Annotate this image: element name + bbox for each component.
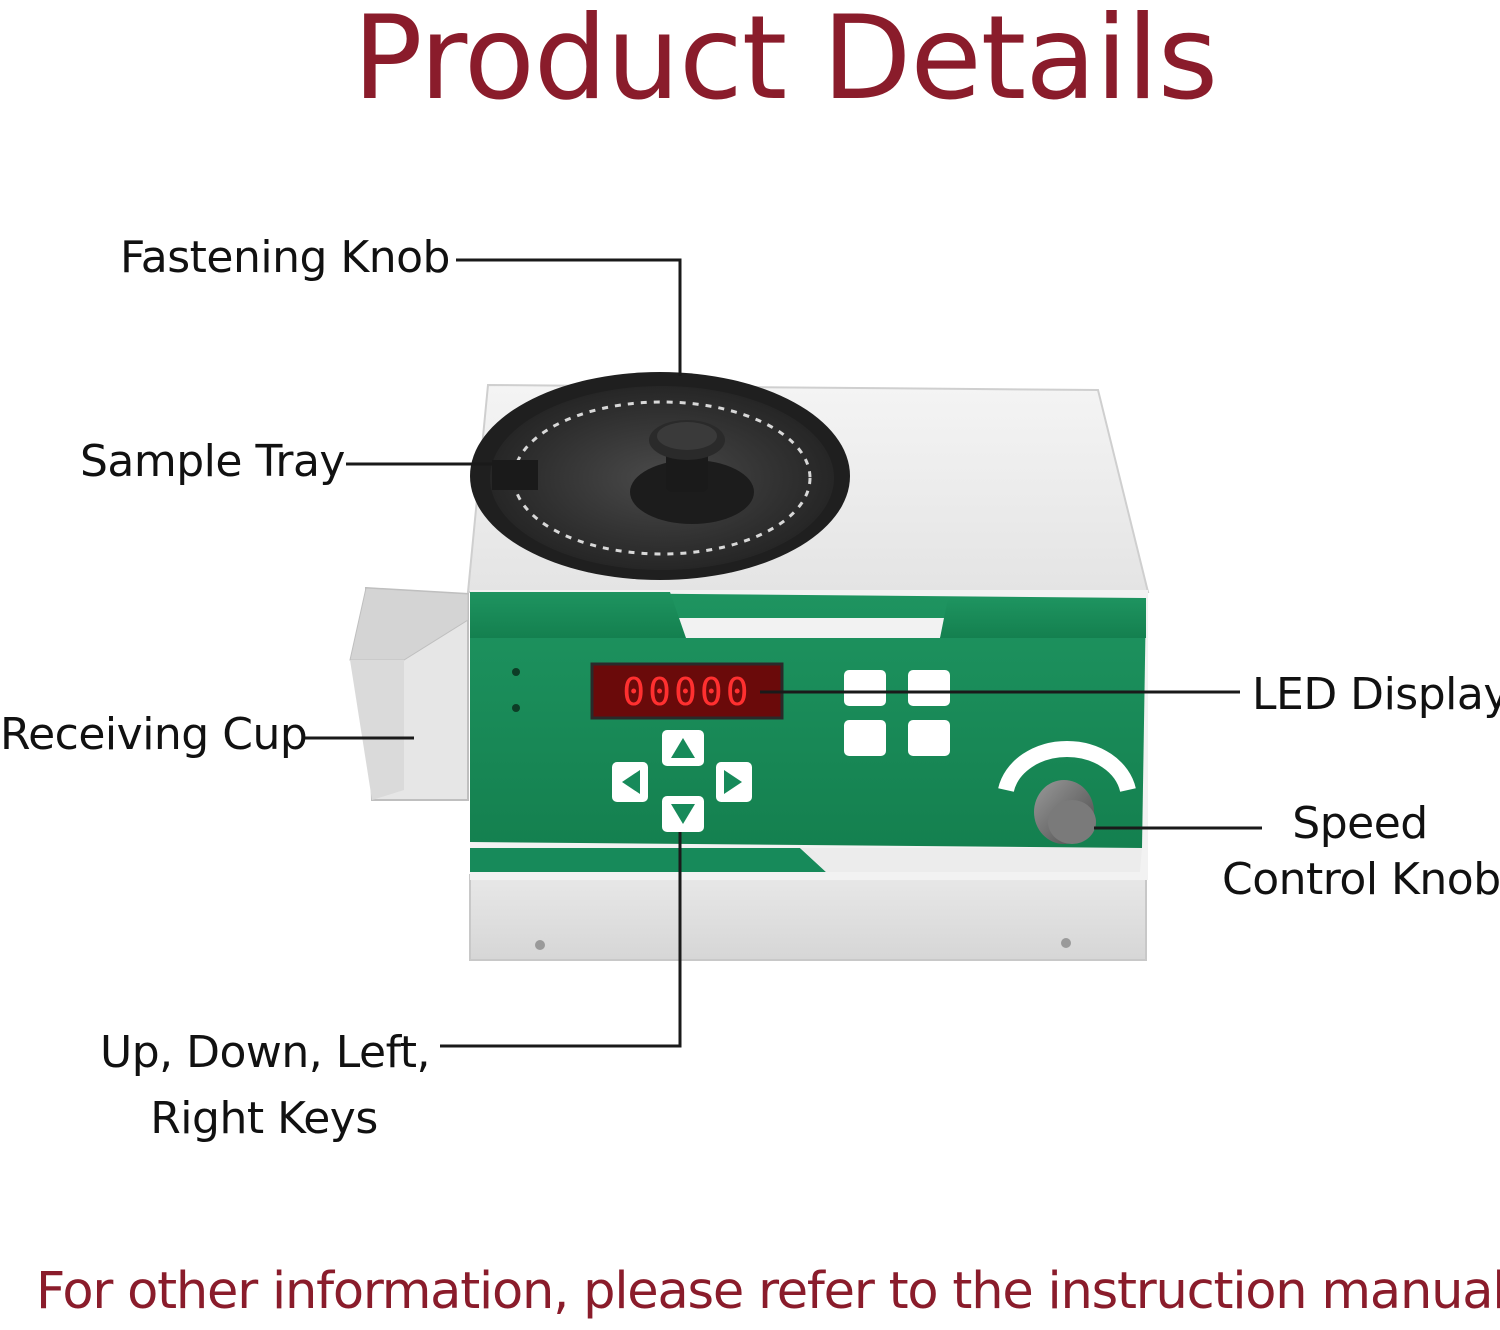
receiving-cup	[349, 586, 469, 801]
speed-control-label-line1: Speed	[1292, 798, 1428, 849]
fastening-knob-label: Fastening Knob	[120, 232, 450, 283]
left-key[interactable]	[612, 762, 648, 802]
page-title: Product Details	[352, 0, 1218, 126]
right-arrow-icon	[724, 770, 742, 794]
fastening-knob	[649, 420, 725, 492]
sample-tray-label: Sample Tray	[80, 436, 345, 487]
led-display: 00000	[590, 662, 784, 720]
fastening-knob-leader	[456, 258, 682, 376]
function-button-1[interactable]	[844, 670, 886, 706]
down-arrow-icon	[671, 804, 695, 824]
right-key[interactable]	[716, 762, 752, 802]
sample-tray	[470, 372, 850, 580]
down-key[interactable]	[662, 796, 704, 832]
up-key[interactable]	[662, 730, 704, 766]
led-display-label: LED Display	[1252, 669, 1500, 720]
callout-lines	[302, 258, 1262, 1048]
receiving-cup-label: Receiving Cup	[0, 709, 308, 760]
keys-leader	[440, 832, 682, 1048]
up-arrow-icon	[671, 738, 695, 758]
led-readout: 00000	[622, 670, 751, 714]
speed-control-knob-label: Speed Control Knob	[1222, 796, 1500, 908]
direction-keys-label-line1: Up, Down, Left,	[100, 1027, 431, 1078]
function-buttons	[844, 670, 950, 756]
function-button-3[interactable]	[844, 720, 886, 756]
direction-keys-label: Up, Down, Left, Right Keys	[100, 1020, 431, 1152]
left-arrow-icon	[622, 770, 640, 794]
function-button-4[interactable]	[908, 720, 950, 756]
footer-note: For other information, please refer to t…	[36, 1262, 1500, 1321]
function-button-2[interactable]	[908, 670, 950, 706]
direction-keys	[612, 730, 752, 832]
speed-control-knob[interactable]	[998, 741, 1136, 844]
speed-control-label-line2: Control Knob	[1222, 854, 1500, 905]
direction-keys-label-line2: Right Keys	[150, 1093, 378, 1144]
